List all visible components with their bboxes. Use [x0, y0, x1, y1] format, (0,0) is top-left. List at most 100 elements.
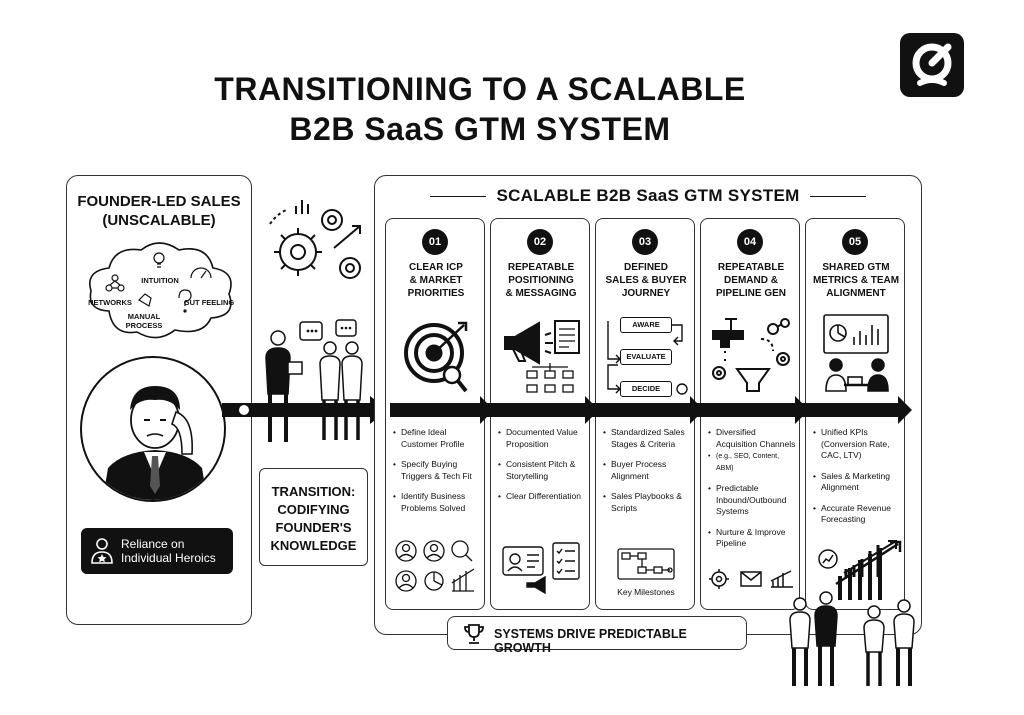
thought-cloud-icon [89, 242, 232, 339]
pillar-bullet: Sales & Marketing Alignment [812, 471, 902, 494]
team-celebrating-icon [789, 540, 915, 686]
pillar-heading-line: & MESSAGING [505, 288, 577, 299]
pillar-heading-line: PIPELINE GEN [715, 288, 786, 299]
stage-evaluate: EVALUATE [620, 349, 672, 365]
gears-icon [269, 200, 361, 279]
gear-mail-chart-icons [709, 569, 793, 589]
reliance-text-2: Individual Heroics [121, 551, 216, 565]
brand-logo [900, 33, 964, 97]
megaphone-document-icon [504, 320, 580, 393]
transition-line-3: FOUNDER'S [275, 520, 352, 535]
pillar-heading-line: REPEATABLE [507, 262, 575, 273]
pillar-number: 04 [737, 229, 763, 255]
arrow-start-dot [239, 405, 249, 415]
pillar-bullet: Diversified Acquisition Channels [707, 427, 797, 450]
cloud-label-gut-feeling: GUT FEELING [183, 298, 235, 307]
timeline-arrow-head-3 [690, 396, 704, 424]
founder-subtitle: (UNSCALABLE) [102, 212, 216, 229]
system-title-row: SCALABLE B2B SaaS GTM SYSTEM [380, 186, 916, 206]
key-milestones-label: Key Milestones [617, 587, 675, 597]
persona-icons [395, 540, 475, 592]
person-star-icon [91, 538, 113, 564]
founder-led-sales-panel: FOUNDER-LED SALES (UNSCALABLE) NETWORKS … [66, 175, 252, 625]
pillar-bullet: Define Ideal Customer Profile [392, 427, 482, 450]
pillar-bullet: Buyer Process Alignment [602, 459, 692, 482]
pillar-number: 03 [632, 229, 658, 255]
pillar-heading-line: CLEAR ICP [409, 262, 463, 273]
system-timeline-shaft [390, 403, 900, 417]
dashboard-meeting-icon [823, 314, 889, 392]
timeline-arrow-head-4 [795, 396, 809, 424]
pillar-heading: CLEAR ICP & MARKET PRIORITIES [388, 261, 484, 300]
id-card-checklist-icon [502, 542, 580, 595]
stressed-founder-icon [102, 386, 208, 500]
pillar-number: 02 [527, 229, 553, 255]
transition-line-1: TRANSITION: [271, 484, 356, 499]
growth-banner-text: SYSTEMS DRIVE PREDICTABLE GROWTH [494, 627, 687, 655]
pillar-heading-line: METRICS & TEAM [812, 275, 900, 286]
stage-decide: DECIDE [620, 381, 672, 397]
timeline-arrow-head-1 [480, 396, 494, 424]
pillar-heading-line: DEFINED [624, 262, 668, 273]
thought-cloud: NETWORKS INTUITION GUT FEELING MANUAL PR… [79, 236, 241, 346]
milestones-flow-icon [617, 548, 675, 580]
pillar-heading: DEFINED SALES & BUYER JOURNEY [598, 261, 694, 300]
page-title-line-1: TRANSITIONING TO A SCALABLE [214, 71, 746, 107]
pillar-bullets: Define Ideal Customer Profile Specify Bu… [392, 427, 482, 523]
pillar-bullet: Predictable Inbound/Outbound Systems [707, 483, 797, 518]
pillar-heading-line: SHARED GTM [822, 262, 890, 273]
page-title-line-2: B2B SaaS GTM SYSTEM [289, 111, 671, 147]
pillar-bullet: Identify Business Problems Solved [392, 491, 482, 514]
cloud-label-process: PROCESS [125, 321, 163, 330]
pillar-heading-line: REPEATABLE [717, 262, 785, 273]
pillar-heading-line: SALES & BUYER [605, 275, 687, 286]
pillar-heading-line: POSITIONING [508, 275, 574, 286]
trophy-icon [464, 624, 484, 644]
pillar-heading: SHARED GTM METRICS & TEAM ALIGNMENT [808, 261, 904, 300]
pillar-bullet-note: (e.g., SEO, Content, ABM) [707, 451, 797, 474]
timeline-arrow-head-2 [585, 396, 599, 424]
transition-line-2: CODIFYING [277, 502, 350, 517]
timeline-arrow-head-5 [898, 396, 912, 424]
pillar-bullets: Documented Value Proposition Consistent … [497, 427, 587, 512]
target-magnifier-icon [404, 321, 468, 393]
growth-banner: SYSTEMS DRIVE PREDICTABLE GROWTH [447, 616, 747, 655]
stage-aware: AWARE [620, 317, 672, 333]
stressed-founder-portrait [80, 356, 226, 502]
pillar-heading-line: & MARKET [409, 275, 463, 286]
reliance-badge: Reliance on Individual Heroics [81, 528, 233, 574]
reliance-text-1: Reliance on [121, 537, 185, 551]
pillar-heading: REPEATABLE POSITIONING & MESSAGING [493, 261, 589, 300]
pillar-bullet: Unified KPIs (Conversion Rate, CAC, LTV) [812, 427, 902, 462]
pillar-number: 05 [842, 229, 868, 255]
team-people-icon [265, 319, 363, 442]
pillar-heading-line: JOURNEY [621, 288, 671, 299]
pillar-bullet: Clear Differentiation [497, 491, 587, 503]
pillar-bullets: Diversified Acquisition Channels (e.g., … [707, 427, 797, 559]
pillar-bullet: Nurture & Improve Pipeline [707, 527, 797, 550]
founder-title: FOUNDER-LED SALES [77, 193, 241, 210]
pillar-bullet: Consistent Pitch & Storytelling [497, 459, 587, 482]
pillar-bullet: Sales Playbooks & Scripts [602, 491, 692, 514]
transition-box: TRANSITION: CODIFYING FOUNDER'S KNOWLEDG… [259, 468, 368, 566]
pillar-bullet: Standardized Sales Stages & Criteria [602, 427, 692, 450]
pillar-bullet: Documented Value Proposition [497, 427, 587, 450]
pillar-bullets: Unified KPIs (Conversion Rate, CAC, LTV)… [812, 427, 902, 535]
cloud-label-manual: MANUAL [127, 312, 161, 321]
system-title: SCALABLE B2B SaaS GTM SYSTEM [496, 186, 800, 205]
pillar-bullet: Specify Buying Triggers & Tech Fit [392, 459, 482, 482]
title-rule-left [430, 195, 487, 198]
pillar-bullet: Accurate Revenue Forecasting [812, 503, 902, 526]
pillar-heading-line: DEMAND & [724, 275, 778, 286]
title-rule-right [809, 195, 866, 198]
transition-line-4: KNOWLEDGE [270, 538, 357, 553]
pillar-heading-line: PRIORITIES [407, 288, 465, 299]
cloud-label-networks: NETWORKS [88, 298, 132, 307]
pillar-heading-line: ALIGNMENT [826, 288, 886, 299]
buyer-journey-flow: AWARE EVALUATE DECIDE [602, 311, 690, 399]
journey-connector-lines [607, 321, 688, 395]
faucet-funnel-icon [712, 318, 790, 392]
cloud-label-intuition: INTUITION [141, 276, 179, 285]
pillar-number: 01 [422, 229, 448, 255]
pillar-heading: REPEATABLE DEMAND & PIPELINE GEN [703, 261, 799, 300]
